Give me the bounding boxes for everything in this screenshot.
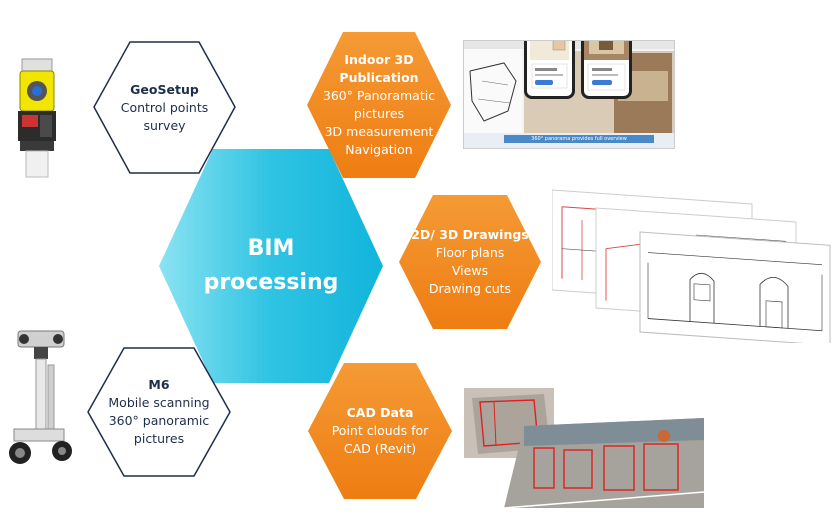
m6-text: M6 Mobile scanning 360° panoramic pictur… bbox=[86, 346, 232, 478]
total-station-icon bbox=[18, 58, 56, 178]
bim-processing-label: BIM processing bbox=[155, 145, 387, 387]
indoor-publication-hexagon bbox=[307, 32, 451, 178]
indoor-line-1: 360° Panoramatic bbox=[322, 88, 436, 103]
geosetup-text: GeoSetup Control points survey bbox=[92, 40, 237, 175]
cad-line-2: CAD (Revit) bbox=[343, 441, 417, 456]
cad-data-text: CAD Data Point clouds for CAD (Revit) bbox=[306, 361, 454, 501]
indoor-line-2: pictures bbox=[353, 106, 405, 121]
drawings-illustration bbox=[552, 189, 831, 343]
bim-line: BIM bbox=[247, 236, 295, 261]
cad-pointcloud-screenshot bbox=[464, 388, 724, 508]
drawings-text: 2D/ 3D Drawings Floor plans Views Drawin… bbox=[397, 193, 543, 331]
drawings-title: 2D/ 3D Drawings bbox=[411, 227, 529, 242]
geosetup-hexagon bbox=[93, 41, 236, 174]
m6-line-2: 360° panoramic bbox=[108, 413, 210, 428]
indoor-line-4: Navigation bbox=[345, 142, 413, 157]
phone-map bbox=[524, 41, 575, 99]
m6-hexagon bbox=[87, 347, 231, 477]
indoor-line-3: 3D measurement bbox=[324, 124, 434, 139]
phone-panorama bbox=[581, 41, 632, 99]
drawings-line-3: Drawing cuts bbox=[428, 281, 512, 296]
indoor-title-1: Indoor 3D bbox=[344, 52, 414, 67]
drawings-line-1: Floor plans bbox=[435, 245, 505, 260]
drawings-line-2: Views bbox=[451, 263, 489, 278]
drawings-hexagon bbox=[399, 195, 541, 329]
cad-data-hexagon bbox=[308, 363, 452, 499]
bim-processing-hexagon bbox=[159, 149, 383, 383]
cad-line-1: Point clouds for bbox=[331, 423, 429, 438]
processing-line: processing bbox=[203, 270, 339, 295]
geosetup-line-1: Control points bbox=[120, 99, 209, 115]
pano-caption: 360° panorama provides full overview bbox=[504, 135, 654, 143]
m6-line-1: Mobile scanning bbox=[108, 395, 210, 410]
indoor-publication-text: Indoor 3D Publication 360° Panoramatic p… bbox=[305, 30, 453, 180]
m6-line-3: pictures bbox=[133, 431, 185, 446]
indoor-publication-screenshot: 360° panorama provides full overview bbox=[463, 40, 675, 149]
m6-title: M6 bbox=[148, 377, 170, 392]
cad-title: CAD Data bbox=[346, 405, 414, 420]
indoor-title-2: Publication bbox=[339, 70, 419, 85]
mobile-scanner-icon bbox=[9, 330, 72, 464]
geosetup-title: GeoSetup bbox=[130, 81, 199, 97]
geosetup-line-2: survey bbox=[143, 117, 186, 133]
